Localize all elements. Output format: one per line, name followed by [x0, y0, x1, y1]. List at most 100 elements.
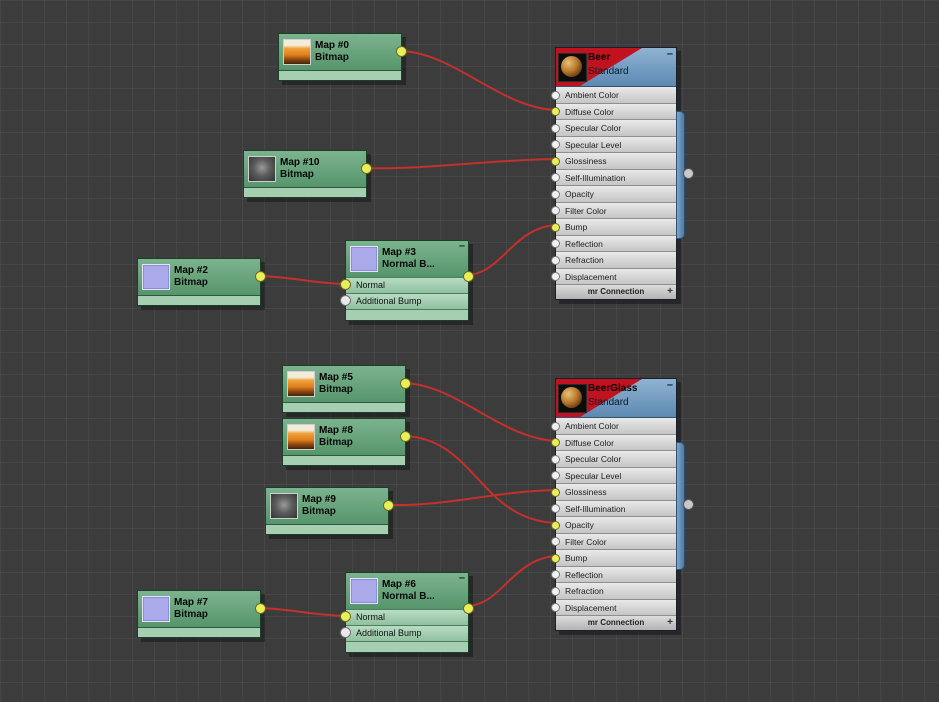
input-socket[interactable]	[340, 295, 351, 306]
input-socket[interactable]	[551, 173, 560, 182]
bitmap-thumbnail	[248, 156, 276, 182]
input-socket[interactable]	[551, 586, 560, 596]
slot-bump: Bump	[551, 550, 676, 567]
material-output-socket[interactable]	[683, 499, 694, 510]
slot-reflection: Reflection	[551, 235, 676, 252]
slot-ambient-color: Ambient Color	[551, 87, 676, 104]
output-socket[interactable]	[255, 271, 266, 282]
bitmap-thumbnail	[270, 493, 298, 519]
bitmap-thumbnail	[350, 578, 378, 604]
minimize-icon[interactable]: –	[666, 48, 673, 60]
wire-map5-beerglass-diffuse[interactable]	[403, 382, 557, 442]
output-socket[interactable]	[463, 603, 474, 614]
node-map7[interactable]: Map #7 Bitmap	[137, 590, 266, 638]
node-title: Map #8	[319, 425, 353, 436]
node-map3-normal-bump[interactable]: Map #3 Normal B... – Normal Additional B…	[340, 240, 474, 321]
slot-self-illumination: Self-Illumination	[551, 500, 676, 517]
input-socket[interactable]	[551, 487, 560, 497]
input-socket[interactable]	[551, 189, 560, 199]
material-output-socket[interactable]	[683, 168, 694, 179]
node-type: Bitmap	[302, 506, 336, 517]
output-socket[interactable]	[400, 431, 411, 442]
input-socket[interactable]	[551, 156, 560, 166]
node-material-beer[interactable]: Beer Standard – Ambient Color Diffuse Co…	[551, 47, 694, 300]
input-socket[interactable]	[551, 272, 560, 281]
wire-map2-nb3-normal[interactable]	[258, 275, 347, 285]
input-socket[interactable]	[340, 611, 351, 622]
slot-diffuse-color: Diffuse Color	[551, 103, 676, 120]
bitmap-thumbnail	[283, 39, 311, 65]
node-map6-normal-bump[interactable]: Map #6 Normal B... – Normal Additional B…	[340, 572, 474, 653]
mr-connection-row[interactable]: mr Connection+	[556, 616, 676, 630]
input-socket[interactable]	[340, 279, 351, 290]
node-map8[interactable]: Map #8 Bitmap	[282, 418, 411, 466]
slot-specular-color: Specular Color	[551, 451, 676, 468]
input-socket[interactable]	[340, 627, 351, 638]
slot-filter-color: Filter Color	[551, 533, 676, 550]
input-socket[interactable]	[551, 140, 560, 149]
input-socket[interactable]	[551, 537, 560, 546]
output-socket[interactable]	[396, 46, 407, 57]
expand-icon[interactable]: +	[667, 286, 673, 297]
input-socket[interactable]	[551, 553, 560, 563]
output-socket[interactable]	[255, 603, 266, 614]
material-preview-sphere	[558, 53, 587, 82]
input-socket[interactable]	[551, 504, 560, 513]
node-type: Bitmap	[319, 437, 353, 448]
minimize-icon[interactable]: –	[458, 572, 465, 584]
input-socket[interactable]	[551, 603, 560, 612]
mr-connection-row[interactable]: mr Connection+	[556, 285, 676, 299]
input-socket[interactable]	[551, 123, 560, 133]
output-socket[interactable]	[361, 163, 372, 174]
node-map9[interactable]: Map #9 Bitmap	[265, 487, 394, 535]
node-material-beerglass[interactable]: BeerGlass Standard – Ambient Color Diffu…	[551, 378, 694, 631]
bitmap-thumbnail	[287, 371, 315, 397]
wire-map0-beer-diffuse[interactable]	[400, 50, 557, 111]
node-type: Bitmap	[280, 169, 314, 180]
wire-map7-nb6-normal[interactable]	[258, 607, 347, 617]
input-socket[interactable]	[551, 438, 560, 447]
node-type: Normal B...	[382, 591, 435, 602]
input-socket[interactable]	[551, 471, 560, 480]
input-socket[interactable]	[551, 421, 560, 431]
node-title: Map #3	[382, 247, 416, 258]
wire-nb3-beer-bump[interactable]	[466, 224, 557, 276]
input-socket[interactable]	[551, 570, 560, 579]
node-title: Map #7	[174, 597, 208, 608]
output-socket[interactable]	[383, 500, 394, 511]
slot-displacement: Displacement	[551, 599, 676, 616]
output-socket[interactable]	[463, 271, 474, 282]
bitmap-thumbnail	[287, 424, 315, 450]
output-socket[interactable]	[400, 378, 411, 389]
node-title: Map #2	[174, 265, 208, 276]
wire-map9-beerglass-glossiness[interactable]	[386, 489, 557, 507]
slot-refraction: Refraction	[551, 583, 676, 600]
wire-nb6-beerglass-bump[interactable]	[466, 555, 557, 607]
slot-refraction: Refraction	[551, 252, 676, 269]
slot-bump: Bump	[551, 219, 676, 236]
node-map2[interactable]: Map #2 Bitmap	[137, 258, 266, 306]
node-type: Normal B...	[382, 259, 435, 270]
minimize-icon[interactable]: –	[458, 240, 465, 252]
node-title: Map #5	[319, 372, 353, 383]
input-socket[interactable]	[551, 206, 560, 215]
slot-glossiness: Glossiness	[551, 484, 676, 501]
input-socket[interactable]	[551, 90, 560, 100]
slot-opacity: Opacity	[551, 186, 676, 203]
input-socket[interactable]	[551, 239, 560, 248]
minimize-icon[interactable]: –	[666, 379, 673, 391]
input-socket[interactable]	[551, 454, 560, 464]
node-map10[interactable]: Map #10 Bitmap	[243, 150, 372, 198]
wire-map10-beer-glossiness[interactable]	[364, 158, 557, 170]
input-socket[interactable]	[551, 520, 560, 530]
input-socket[interactable]	[551, 255, 560, 265]
input-socket[interactable]	[551, 107, 560, 116]
node-map5[interactable]: Map #5 Bitmap	[282, 365, 411, 413]
wire-map8-beerglass-opacity[interactable]	[403, 435, 557, 524]
node-map0[interactable]: Map #0 Bitmap	[278, 33, 407, 81]
input-socket[interactable]	[551, 222, 560, 232]
expand-icon[interactable]: +	[667, 617, 673, 628]
material-preview-sphere	[558, 384, 587, 413]
